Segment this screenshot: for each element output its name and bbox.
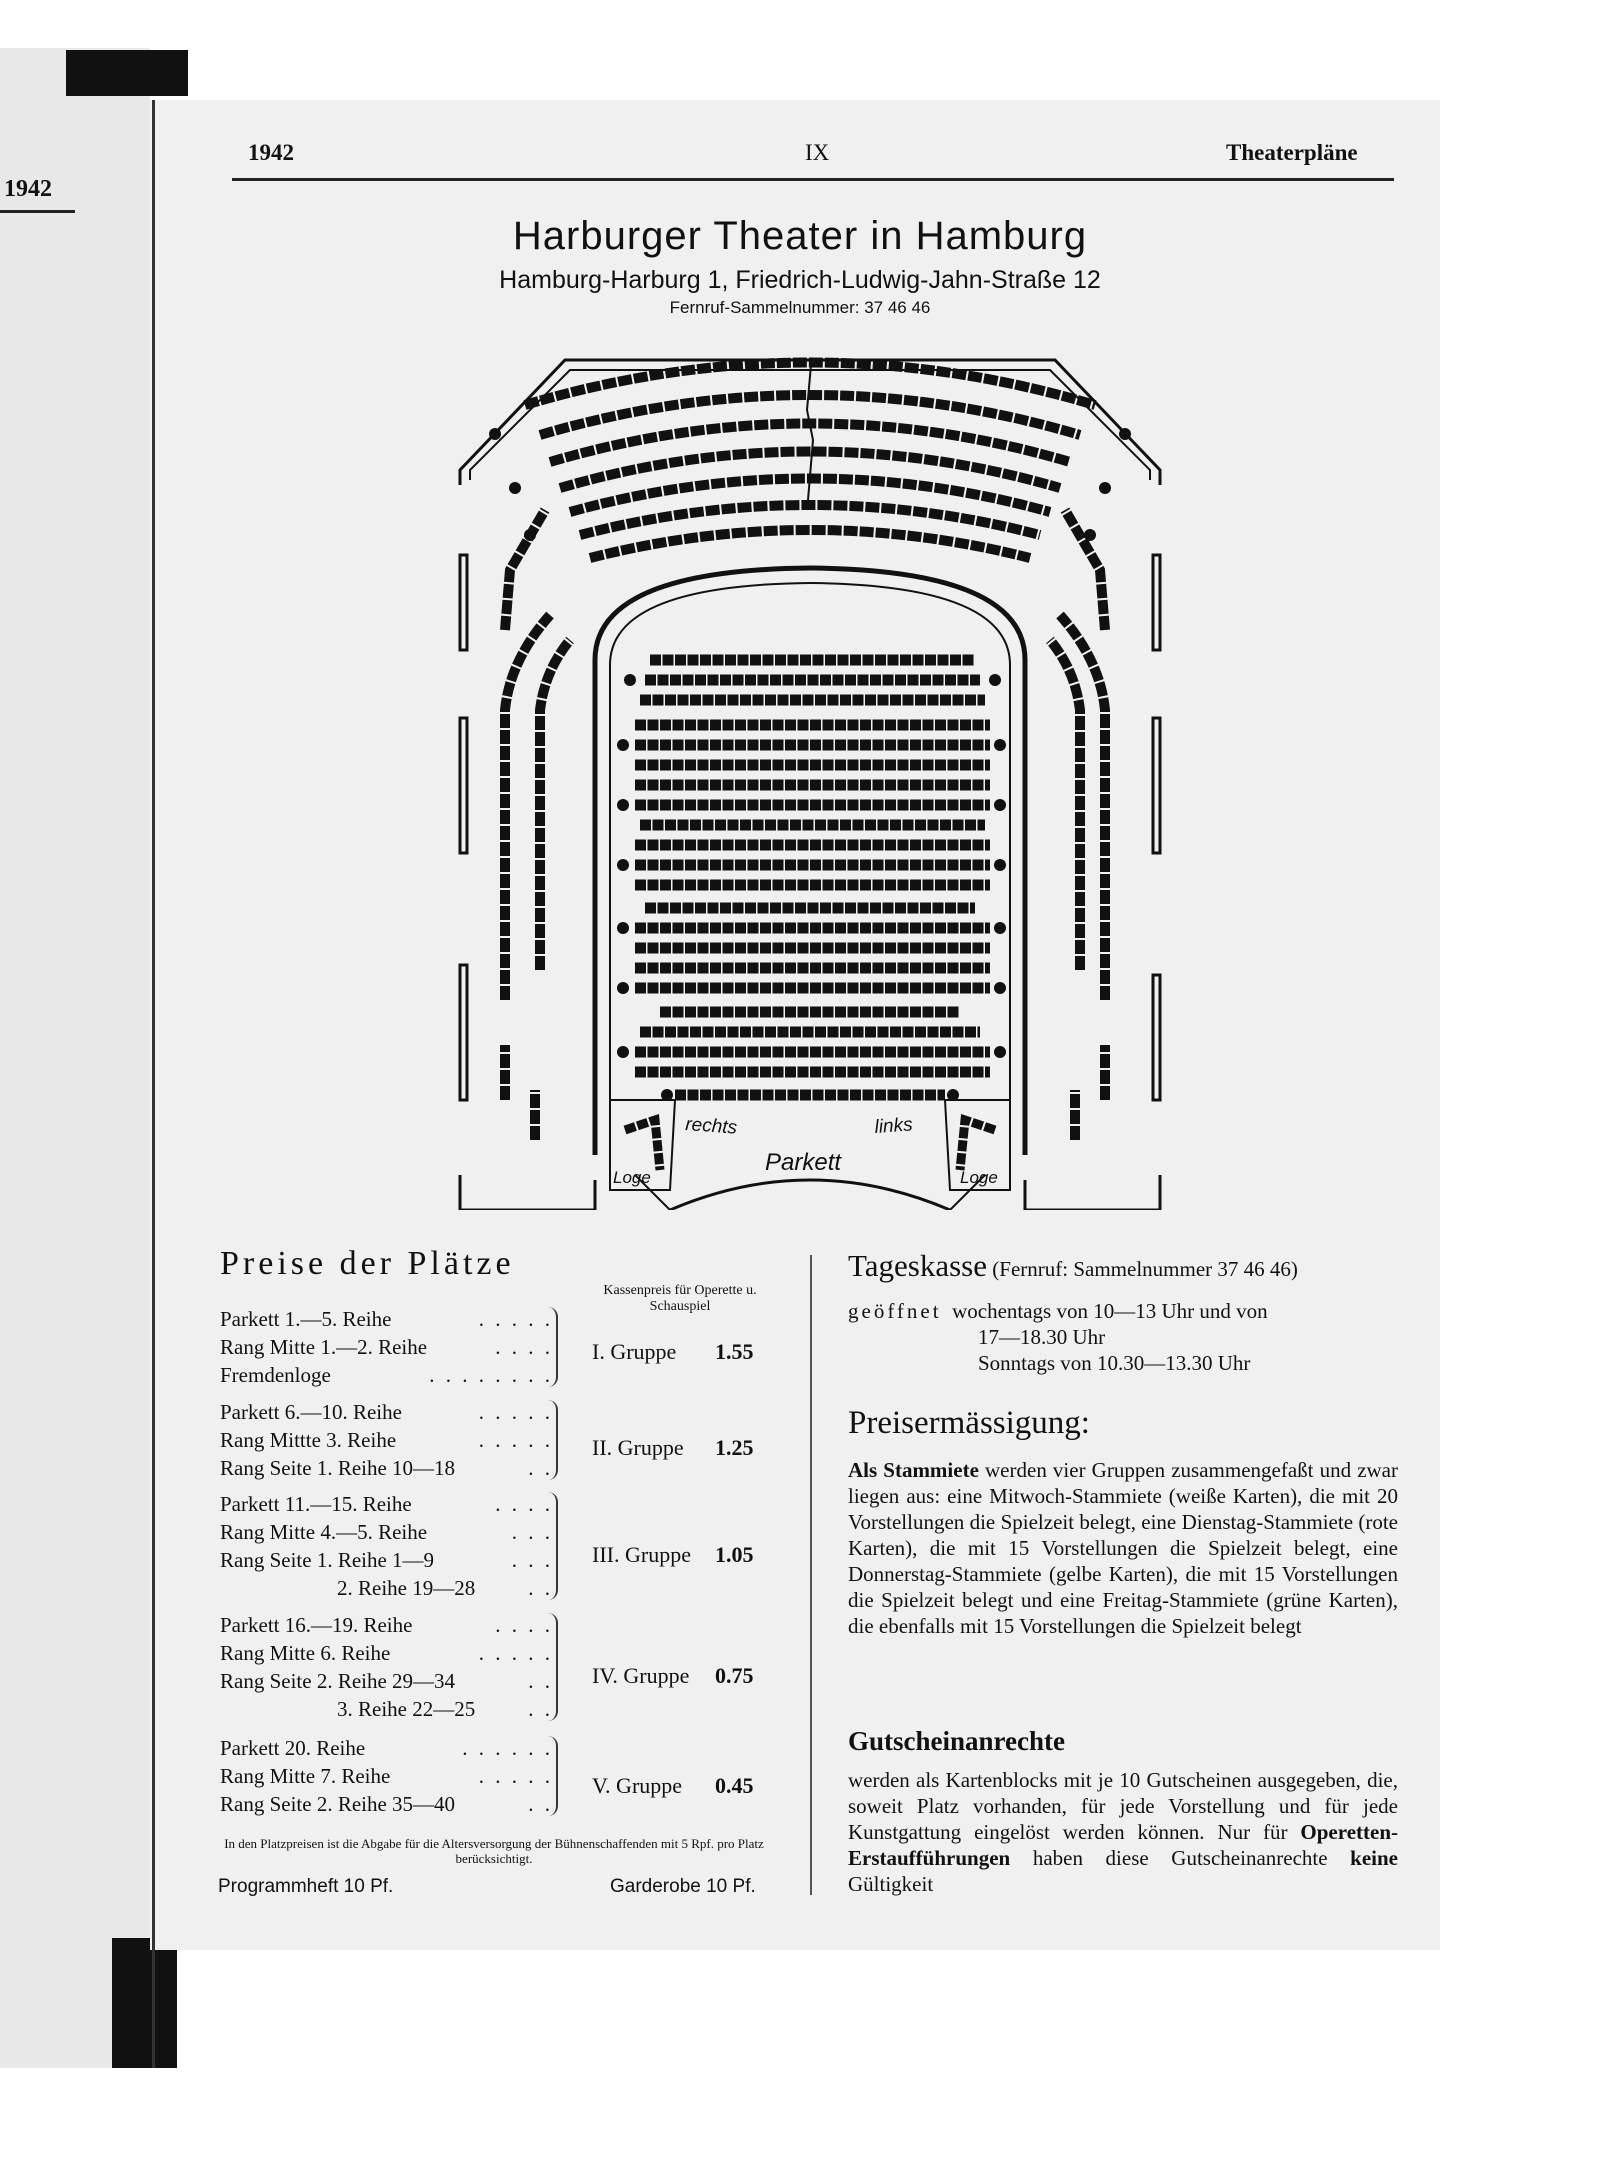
price-line: Parkett 1.—5. Reihe — [220, 1307, 392, 1331]
price-group-4: Parkett 16.—19. Reihe. . . . Rang Mitte … — [220, 1613, 754, 1721]
scan-tab-top — [66, 50, 188, 96]
gutschein-bold1: Operetten-Erstaufführungen — [848, 1820, 1398, 1870]
scan-tab-bottom — [112, 1938, 177, 2068]
previous-page-edge: 1942 — [0, 48, 150, 2068]
wall-segment — [1151, 553, 1162, 652]
price-line: Rang Seite 2. Reihe 29—34 — [220, 1669, 456, 1693]
garderobe-price: Garderobe 10 Pf. — [610, 1876, 756, 1897]
price-line: Rang Seite 1. Reihe 1—9 — [220, 1548, 435, 1572]
preisermaessigung-title: Preisermässigung: — [848, 1405, 1090, 1441]
gutschein-text: werden als Kartenblocks mit je 10 Gutsch… — [848, 1767, 1398, 1897]
tageskasse-title: Tageskasse — [848, 1248, 988, 1283]
price-line: Rang Seite 1. Reihe 10—18 — [220, 1456, 456, 1480]
group-price: 1.05 — [715, 1542, 754, 1567]
header-year: 1942 — [248, 140, 294, 165]
previous-page-year: 1942 — [4, 176, 52, 202]
group-name: V. Gruppe — [592, 1773, 683, 1798]
plan-label-loge-right: Loge — [960, 1168, 998, 1187]
seating-plan: rechts links Parkett Loge Loge — [458, 357, 1162, 1210]
wall-segment — [458, 963, 469, 1102]
price-line: Rang Mitte 7. Reihe — [220, 1764, 391, 1788]
wall-segment — [1151, 716, 1162, 855]
page-edge-line — [152, 100, 155, 2068]
gutschein-bold2: keine — [1350, 1846, 1399, 1870]
previous-page-rule — [0, 210, 75, 213]
plan-label-loge-left: Loge — [613, 1168, 651, 1187]
group-name: I. Gruppe — [592, 1339, 677, 1364]
prices-note: In den Platzpreisen ist die Abgabe für d… — [224, 1836, 764, 1866]
tageskasse-fernruf: (Fernruf: Sammelnummer 37 46 46) — [992, 1257, 1298, 1281]
tageskasse-label: geöffnet — [848, 1299, 942, 1323]
gutschein-text3: Gültigkeit — [848, 1872, 934, 1896]
gutschein-text2: haben diese Gutscheinanrechte — [1032, 1846, 1328, 1870]
parkett-outline — [592, 565, 1028, 1155]
tageskasse-line1: wochentags von 10—13 Uhr und von — [952, 1299, 1268, 1323]
price-line: Rang Mitte 1.—2. Reihe — [220, 1335, 428, 1359]
group-price: 1.25 — [715, 1435, 754, 1460]
page-sheet — [150, 100, 1440, 1950]
header-rule — [232, 178, 1394, 181]
preisermaessigung-lead: Als Stammiete — [848, 1458, 979, 1482]
group-name: III. Gruppe — [592, 1542, 691, 1567]
group-price: 1.55 — [715, 1339, 754, 1364]
price-group-3: Parkett 11.—15. Reihe. . . . Rang Mitte … — [220, 1492, 754, 1600]
theater-name: Harburger Theater in Hamburg — [512, 214, 1088, 258]
tageskasse-hours: geöffnet wochentags von 10—13 Uhr und vo… — [848, 1298, 1398, 1376]
price-group-1: Parkett 1.—5. Reihe. . . . . Rang Mitte … — [220, 1307, 754, 1387]
price-line: 2. Reihe 19—28 — [337, 1576, 476, 1600]
wall-segment — [1151, 973, 1162, 1102]
price-line: Parkett 20. Reihe — [220, 1736, 366, 1760]
group-price: 0.75 — [715, 1663, 754, 1688]
prices-title: Preise der Plätze — [220, 1245, 515, 1282]
price-line: Parkett 6.—10. Reihe — [220, 1400, 402, 1424]
wall-segment — [458, 553, 469, 652]
column-divider — [810, 1255, 812, 1895]
plan-label-parkett: Parkett — [765, 1149, 842, 1176]
group-price: 0.45 — [715, 1773, 754, 1798]
gutschein-title: Gutscheinanrechte — [848, 1726, 1065, 1756]
tageskasse-line3: Sonntags von 10.30—13.30 Uhr — [978, 1351, 1251, 1375]
price-line: Fremdenloge — [220, 1363, 331, 1387]
gutschein-text1: werden als Kartenblocks mit je 10 Gutsch… — [848, 1768, 1398, 1844]
group-name: IV. Gruppe — [592, 1663, 690, 1688]
price-group-2: Parkett 6.—10. Reihe. . . . . Rang Mittt… — [220, 1400, 754, 1480]
preisermaessigung-body: werden vier Gruppen zusammengefaßt und z… — [848, 1458, 1398, 1638]
price-line: 3. Reihe 22—25 — [337, 1697, 476, 1721]
theater-address: Hamburg-Harburg 1, Friedrich-Ludwig-Jahn… — [499, 266, 1101, 294]
price-line: Rang Mittte 3. Reihe — [220, 1428, 397, 1452]
price-line: Parkett 11.—15. Reihe — [220, 1492, 412, 1516]
price-group-5: Parkett 20. Reihe. . . . . . Rang Mitte … — [220, 1736, 754, 1816]
header-section: Theaterpläne — [1226, 140, 1358, 165]
group-name: II. Gruppe — [592, 1435, 684, 1460]
price-line: Rang Seite 2. Reihe 35—40 — [220, 1792, 456, 1816]
preisermaessigung-text: Als Stammiete werden vier Gruppen zusamm… — [848, 1457, 1398, 1639]
tageskasse-line2: 17—18.30 Uhr — [978, 1325, 1106, 1349]
plan-label-links: links — [874, 1114, 914, 1138]
kasse-header: Kassenpreis für Operette u. Schauspiel — [603, 1283, 757, 1314]
price-line: Rang Mitte 6. Reihe — [220, 1641, 391, 1665]
wall-segment — [458, 716, 469, 855]
theater-phone: Fernruf-Sammelnummer: 37 46 46 — [669, 298, 931, 317]
tageskasse-heading: Tageskasse (Fernruf: Sammelnummer 37 46 … — [848, 1250, 1398, 1282]
header-page-number: IX — [805, 140, 830, 165]
plan-label-rechts: rechts — [685, 1114, 739, 1139]
price-line: Rang Mitte 4.—5. Reihe — [220, 1520, 428, 1544]
programm-price: Programmheft 10 Pf. — [218, 1876, 394, 1897]
price-line: Parkett 16.—19. Reihe — [220, 1613, 413, 1637]
